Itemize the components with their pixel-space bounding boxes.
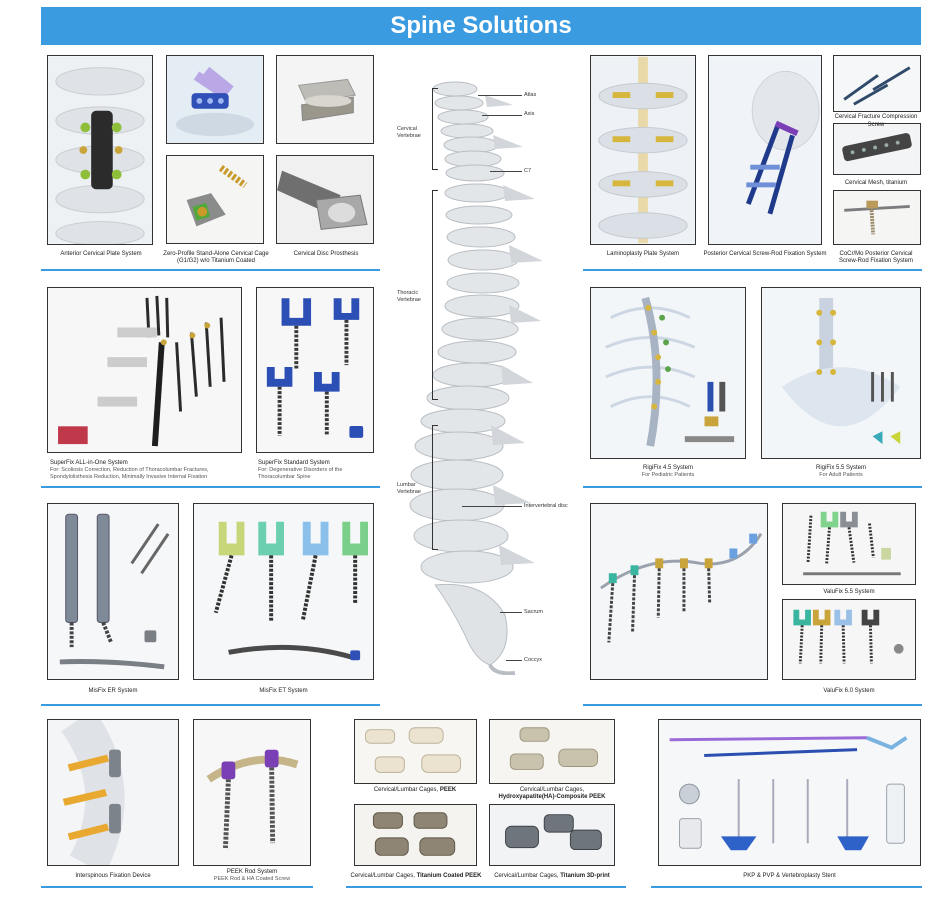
- lumbar-bracket: [432, 425, 438, 550]
- zero-profile-caption-1: Zero-Profile Stand-Alone Cervical Cage: [163, 251, 269, 257]
- anterior-plate-caption: Anterior Cervical Plate System: [60, 251, 142, 257]
- axis-label: Axis: [524, 111, 535, 117]
- axis-pointer: [482, 115, 522, 116]
- lumbar-label-2: Vertebrae: [397, 489, 421, 495]
- disc-prosthesis-image-bottom: [276, 155, 374, 244]
- cage-3d-prefix: Cervical/Lumbar Cages,: [494, 873, 559, 879]
- atlas-pointer: [478, 95, 522, 96]
- zero-profile-screw-image: [166, 155, 264, 244]
- cocrmo-caption-1: CoCr/Mo Posterior Cervical: [839, 251, 913, 257]
- cocrmo-caption-2: Screw-Rod Fixation System: [838, 258, 914, 264]
- misfix-er-image: [47, 503, 179, 680]
- rigifix-45-image: [590, 287, 746, 459]
- superfix-all-in-one-title: SuperFix ALL-in-One System: [50, 460, 128, 466]
- mesh-caption: Cervical Mesh, titanium: [844, 180, 908, 186]
- anterior-plate-image: [47, 55, 153, 245]
- c7-pointer: [490, 171, 522, 172]
- zero-profile-cage-image: [166, 55, 264, 144]
- cage-ha-bold: Hydroxyapatite(HA)-Composite PEEK: [498, 794, 606, 800]
- sacrum-label: Sacrum: [524, 609, 543, 615]
- compression-screw-caption: Cervical Fracture Compression Screw: [834, 114, 918, 128]
- rigifix-55-image: [761, 287, 921, 459]
- thoracic-label-1: Thoracic: [397, 290, 419, 296]
- cage-ti-coated-prefix: Cervical/Lumbar Cages,: [350, 873, 415, 879]
- valufix-55-caption: ValuFix 5.5 System: [823, 589, 875, 595]
- spine-illustration: [395, 75, 595, 676]
- section-divider: [41, 886, 313, 888]
- posterior-rod-caption: Posterior Cervical Screw-Rod Fixation Sy…: [703, 251, 827, 257]
- misfix-et-caption: MisFix ET System: [259, 688, 308, 694]
- section-divider: [583, 486, 922, 488]
- section-divider: [583, 704, 922, 706]
- sacrum-pointer: [500, 612, 522, 613]
- cage-peek-caption: Cervical/Lumbar Cages, PEEK: [350, 787, 480, 795]
- cage-peek-prefix: Cervical/Lumbar Cages,: [373, 787, 439, 793]
- cage-peek-image: [354, 719, 477, 784]
- peek-rod-image: [193, 719, 311, 866]
- rigifix-55-desc: For Adult Patients: [819, 472, 863, 478]
- page-title: Spine Solutions: [390, 12, 572, 39]
- laminoplasty-caption: Laminoplasty Plate System: [606, 251, 680, 257]
- misfix-et-image: [193, 503, 374, 680]
- cage-3d-image: [489, 804, 615, 866]
- laminoplasty-image: [590, 55, 696, 245]
- c7-label: C7: [524, 168, 532, 174]
- zero-profile-caption-2: (G1/G2) w/o Titanium Coated: [176, 258, 256, 264]
- valufix-60-image: [782, 599, 916, 680]
- cervical-label-1: Cervical: [397, 126, 417, 132]
- pkp-image: [658, 719, 921, 866]
- disc-label: Intervertebral disc: [524, 503, 568, 509]
- section-divider: [41, 704, 380, 706]
- title-banner: Spine Solutions: [41, 7, 921, 45]
- cage-ti-coated-bold: Titanium Coated PEEK: [416, 873, 482, 879]
- compression-screw-image: [833, 55, 921, 112]
- disc-prosthesis-image-top: [276, 55, 374, 144]
- interspinous-image: [47, 719, 179, 866]
- section-divider: [583, 269, 922, 271]
- atlas-label: Atlas: [524, 92, 537, 98]
- rigifix-45-title: RigiFix 4.5 System: [642, 465, 693, 471]
- lumbar-label-1: Lumbar: [397, 482, 416, 488]
- pkp-caption: PKP & PVP & Vertebroplasty Stent: [743, 873, 836, 879]
- rigifix-55-title: RigiFix 5.5 System: [815, 465, 866, 471]
- disc-prosthesis-caption: Cervical Disc Prosthesis: [293, 251, 359, 257]
- cervical-label-2: Vertebrae: [397, 133, 421, 139]
- cage-ha-image: [489, 719, 615, 784]
- cage-3d-caption: Cervical/Lumbar Cages, Titanium 3D-print: [481, 873, 623, 881]
- coccyx-label: Coccyx: [524, 657, 543, 663]
- superfix-standard-desc-1: For: Degenerative Disorders of the: [258, 467, 343, 473]
- superfix-standard-title: SuperFix Standard System: [258, 460, 330, 466]
- disc-pointer: [462, 506, 522, 507]
- cervical-mesh-image: [833, 123, 921, 175]
- thoracic-bracket: [432, 190, 438, 400]
- coccyx-pointer: [506, 660, 522, 661]
- cage-ha-caption-1: Cervical/Lumbar Cages,: [519, 787, 585, 793]
- peek-rod-desc: PEEK Rod & HA Coated Screw: [213, 876, 291, 882]
- superfix-standard-image: [256, 287, 374, 453]
- thoracic-label-2: Vertebrae: [397, 297, 421, 303]
- misfix-er-caption: MisFix ER System: [88, 688, 138, 694]
- rigifix-45-desc: For Pediatric Patients: [641, 472, 695, 478]
- superfix-all-in-one-desc-1: For: Scoliosis Correction, Reduction of …: [50, 467, 209, 473]
- peek-rod-title: PEEK Rod System: [226, 869, 278, 875]
- section-divider: [346, 886, 626, 888]
- cage-ti-coated-image: [354, 804, 477, 866]
- valufix-55-image: [782, 503, 916, 585]
- interspinous-caption: Interspinous Fixation Device: [75, 873, 151, 879]
- cage-ha-caption-2: Hydroxyapatite(HA)-Composite PEEK: [485, 794, 619, 802]
- superfix-standard-desc-2: Thoracolumbar Spine: [258, 474, 311, 480]
- section-divider: [651, 886, 922, 888]
- superfix-all-in-one-desc-2: Spondylolisthesis Reduction, Minimally I…: [50, 474, 208, 480]
- valufix-60-caption: ValuFix 6.0 System: [823, 688, 875, 694]
- section-divider: [41, 269, 380, 271]
- superfix-all-in-one-image: [47, 287, 242, 453]
- cervical-bracket: [432, 88, 438, 170]
- cage-ti-coated-caption: Cervical/Lumbar Cages, Titanium Coated P…: [346, 873, 486, 881]
- posterior-rod-image: [708, 55, 822, 245]
- cage-3d-bold: Titanium 3D-print: [560, 873, 610, 879]
- cocrmo-image: [833, 190, 921, 245]
- valufix-long-construct-image: [590, 503, 768, 680]
- section-divider: [41, 486, 380, 488]
- cage-peek-bold: PEEK: [439, 787, 457, 793]
